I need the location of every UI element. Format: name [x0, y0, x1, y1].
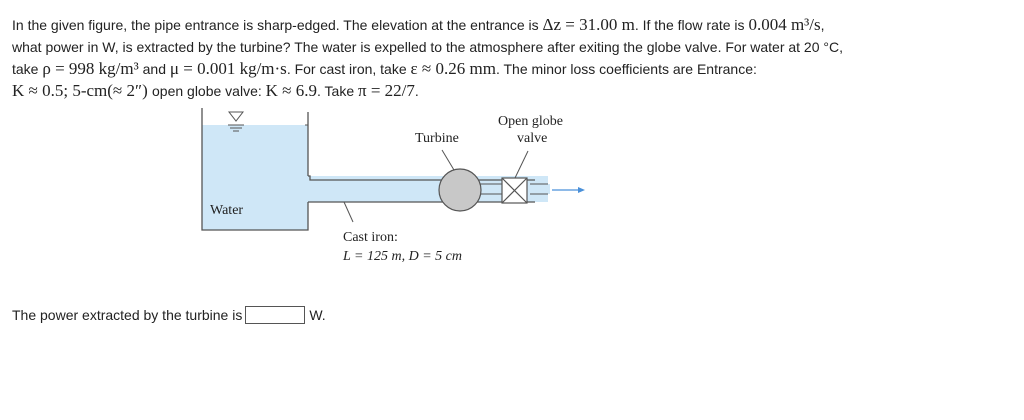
pipe-material-label: Cast iron:: [343, 230, 398, 245]
outflow-arrow-head: [578, 187, 585, 193]
answer-row: The power extracted by the turbine is W.: [12, 306, 326, 324]
pipe-turbine-figure: Water Turbine Open globe valve Cast iron…: [201, 108, 585, 264]
valve-leader: [514, 150, 529, 179]
text-run: . If the flow rate is: [634, 17, 749, 33]
math-expression: ρ = 998 kg/m³: [42, 59, 139, 78]
tank-water: [202, 125, 308, 230]
text-run: . For cast iron, take: [286, 61, 411, 77]
answer-unit: W.: [309, 307, 326, 323]
answer-prompt: The power extracted by the turbine is: [12, 307, 243, 323]
tank-wall: [201, 108, 309, 231]
pipe-narrow-fill: [430, 184, 550, 194]
turbine: [438, 168, 482, 212]
text-run: open globe valve:: [152, 83, 266, 99]
turbine-label: Turbine: [415, 131, 459, 146]
text-run: take: [12, 61, 43, 77]
power-answer-input[interactable]: [245, 306, 306, 324]
problem-line-4: K ≈ 0.5; 5-cm(≈ 2″) open globe valve: K …: [12, 80, 1012, 102]
text-run: In the given figure, the pipe entrance i…: [12, 17, 543, 33]
problem-line-1: In the given figure, the pipe entrance i…: [12, 14, 1012, 36]
pipe-dimensions-label: L = 125 m, D = 5 cm: [342, 249, 462, 264]
turbine-leader: [441, 149, 455, 171]
text-run: and: [138, 61, 170, 77]
valve-cross: [501, 177, 528, 204]
problem-line-3: take ρ = 998 kg/m³ and μ = 0.001 kg/m·s.…: [12, 58, 1012, 80]
problem-statement: In the given figure, the pipe entrance i…: [12, 14, 1012, 102]
math-expression: K ≈ 6.9: [265, 81, 317, 100]
text-run: .: [414, 83, 419, 99]
math-expression: Δz = 31.00 m: [542, 15, 635, 34]
water-label: Water: [210, 203, 243, 218]
text-run: ,: [820, 17, 825, 33]
text-run: . The minor loss coefficients are Entran…: [495, 61, 757, 77]
free-surface-icon: [227, 111, 245, 132]
pipe-leader: [343, 201, 354, 223]
math-expression: K ≈ 0.5; 5-cm(≈ 2″): [12, 81, 152, 100]
text-run: . Take: [317, 83, 358, 99]
valve-label-line-2: valve: [517, 131, 547, 146]
math-expression: π = 22/7: [358, 81, 415, 100]
math-expression: ε ≈ 0.26 mm: [410, 59, 496, 78]
valve-label-line-1: Open globe: [498, 114, 563, 129]
math-expression: 0.004 m³/s: [748, 15, 821, 34]
text-run: what power in W, is extracted by the tur…: [12, 39, 843, 55]
problem-line-2: what power in W, is extracted by the tur…: [12, 36, 1012, 58]
math-expression: μ = 0.001 kg/m·s: [169, 59, 287, 78]
pipe-upper-wall: [308, 175, 535, 181]
